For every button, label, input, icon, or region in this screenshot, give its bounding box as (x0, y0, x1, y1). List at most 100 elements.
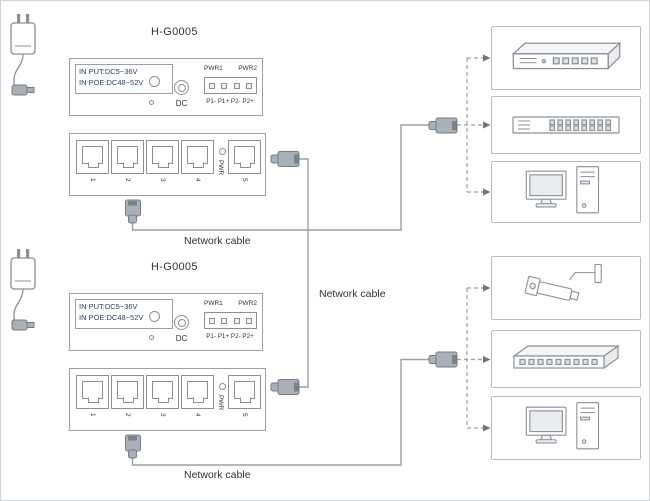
arrowheads (483, 54, 491, 432)
pwr2-label: PWR2 (238, 65, 257, 72)
port-number: 3 (159, 413, 166, 417)
poe-spec-line: IN POE:DC48~52V (79, 77, 144, 87)
rj45-connector-bottom-group (428, 351, 458, 368)
switch-icon (510, 112, 622, 138)
port-number: 5 (241, 413, 248, 417)
arrow-to-pc-top (483, 188, 491, 196)
terminal-pins-label: P1- P1+ P2- P2+ (206, 98, 254, 105)
pwr-led-label: PWR (217, 160, 224, 176)
terminal-header-labels: PWR1 PWR2 (204, 300, 257, 307)
pwr1-label: PWR1 (204, 65, 223, 72)
rj45-connector-device2-right (270, 379, 300, 395)
switch-icon (510, 342, 622, 376)
endpoint-box-pc-bottom (491, 396, 641, 460)
cable-device1-to-top-group (131, 124, 429, 231)
rj45-jack-icon (234, 146, 255, 168)
device1-power-spec: IN PUT:DC5~36V IN POE:DC48~52V (75, 64, 173, 94)
power-terminal-block (204, 312, 257, 329)
terminal-header-labels: PWR1 PWR2 (204, 65, 257, 72)
router-icon (507, 40, 625, 76)
port-number: 4 (194, 178, 201, 182)
rj45-jack-icon (187, 381, 208, 403)
pwr-led (219, 383, 226, 390)
rj45-jack-icon (152, 146, 173, 168)
network-cable-label-bottom: Network cable (184, 469, 251, 481)
cable-device1-to-device2 (299, 158, 309, 388)
terminal-pin (221, 82, 228, 89)
rj45-jack-icon (82, 146, 103, 168)
rj45-jack-icon (117, 146, 138, 168)
indicator-dot (149, 100, 154, 105)
terminal-pin (221, 317, 228, 324)
terminal-pin (209, 317, 215, 324)
camera-icon (515, 260, 617, 316)
rj45-jack-icon (187, 146, 208, 168)
rj45-connector-device1-bottom (125, 199, 141, 224)
rj45-port-2 (111, 375, 144, 409)
pwr-led-label: PWR (217, 395, 224, 411)
endpoint-box-switch-top (491, 96, 641, 154)
pc-icon (524, 164, 608, 220)
endpoint-box-switch-bottom (491, 330, 641, 388)
input-spec-line: IN PUT:DC5~36V (79, 302, 138, 311)
device1-model-label: H-G0005 (151, 26, 198, 38)
network-cables (131, 124, 429, 466)
endpoint-box-camera (491, 256, 641, 320)
rj45-jack-icon (234, 381, 255, 403)
device2-power-spec: IN PUT:DC5~36V IN POE:DC48~52V (75, 299, 173, 329)
dc-jack (174, 80, 189, 95)
device2-front-panel: 1 2 3 4 5 PWR (69, 368, 266, 431)
network-cable-label-mid: Network cable (319, 288, 386, 300)
rj45-port-3 (146, 375, 179, 409)
rj45-connector-device1-right (270, 151, 300, 167)
port-number: 3 (159, 178, 166, 182)
rj45-port-3 (146, 140, 179, 174)
pwr-led (219, 148, 226, 155)
input-spec-line: IN PUT:DC5~36V (79, 67, 138, 76)
poe-device-2: H-G0005 IN PUT:DC5~36V IN POE:DC48~52V D… (69, 261, 269, 433)
reset-button (149, 76, 160, 87)
device2-top-view: IN PUT:DC5~36V IN POE:DC48~52V DC PWR1 P… (69, 293, 263, 351)
device2-model-label: H-G0005 (151, 261, 198, 273)
arrow-to-router (483, 54, 491, 62)
terminal-pin (245, 317, 252, 324)
port-number: 1 (89, 413, 96, 417)
arrow-to-pc-bottom (483, 424, 491, 432)
power-terminal-block (204, 77, 257, 94)
endpoint-box-router (491, 26, 641, 90)
arrow-to-switch-bottom (483, 356, 491, 363)
terminal-pin (233, 317, 240, 324)
indicator-dot (149, 335, 154, 340)
cable-device2-to-bottom-group (131, 358, 429, 466)
terminal-pin (245, 82, 252, 89)
port-number: 5 (241, 178, 248, 182)
terminal-pin (233, 82, 240, 89)
rj45-jack-icon (152, 381, 173, 403)
power-adapter-1 (10, 13, 36, 96)
rj45-connector-top-group (428, 117, 458, 134)
rj45-port-4 (181, 140, 214, 174)
rj45-port-4 (181, 375, 214, 409)
power-adapter-2 (10, 248, 36, 331)
pwr2-label: PWR2 (238, 300, 257, 307)
port-number: 2 (124, 413, 131, 417)
pwr1-label: PWR1 (204, 300, 223, 307)
poe-device-1: H-G0005 IN PUT:DC5~36V IN POE:DC48~52V D… (69, 26, 269, 198)
rj45-jack-icon (117, 381, 138, 403)
network-cable-label-top: Network cable (184, 235, 251, 247)
device1-front-panel: 1 2 3 4 5 PWR (69, 133, 266, 196)
reset-button (149, 311, 160, 322)
terminal-pin (209, 82, 215, 89)
rj45-connector-device2-bottom (125, 434, 141, 459)
pc-icon (524, 400, 608, 456)
dc-jack-label: DC (175, 334, 188, 343)
rj45-port-5 (228, 375, 261, 409)
port-number: 4 (194, 413, 201, 417)
rj45-port-2 (111, 140, 144, 174)
dc-jack (174, 315, 189, 330)
distribution-lines (457, 57, 483, 429)
terminal-pins-label: P1- P1+ P2- P2+ (206, 333, 254, 340)
port-number: 1 (89, 178, 96, 182)
